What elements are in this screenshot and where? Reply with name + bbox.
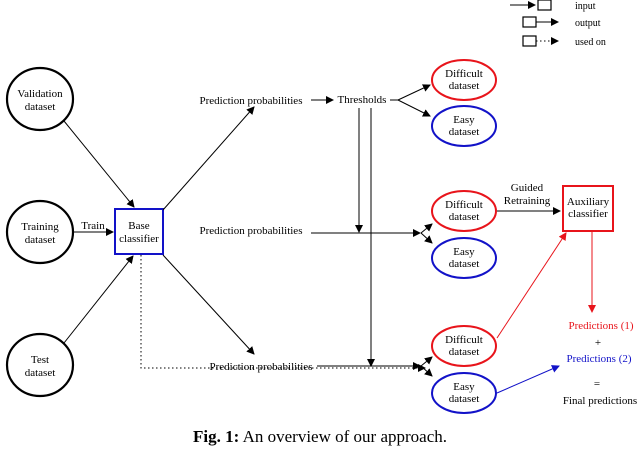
prediction-probabilities-bottom: Prediction probabilities	[210, 361, 313, 373]
training-dataset-node: Training dataset	[5, 199, 75, 265]
thresholds-label: Thresholds	[338, 94, 387, 106]
easy-dataset-node-middle: Easy dataset	[431, 237, 497, 279]
legend: input output used on	[510, 0, 606, 48]
easy-dataset-node-top: Easy dataset	[431, 105, 497, 147]
base-used-on-easy-dotted-arrow	[140, 255, 426, 372]
auxiliary-line2: classifier	[568, 208, 608, 220]
base-line1: Base	[128, 220, 150, 232]
validation-dataset-node: Validation dataset	[5, 66, 75, 132]
legend-used-on-label: used on	[575, 37, 606, 48]
figure-caption: Fig. 1: An overview of our approach.	[193, 427, 447, 446]
base-to-prob-bottom-arrow	[162, 254, 255, 355]
svg-text:dataset: dataset	[449, 346, 480, 358]
difficult-dataset-node-middle: Difficult dataset	[431, 190, 497, 232]
svg-text:Easy: Easy	[453, 114, 475, 126]
easy-to-predictions2-arrow	[496, 365, 560, 394]
svg-text:Difficult: Difficult	[445, 68, 483, 80]
retraining-label: Retraining	[504, 195, 551, 207]
difficult-to-auxiliary-used-on-arrow	[496, 232, 567, 339]
difficult-dataset-node-top: Difficult dataset	[431, 59, 497, 101]
thresholds-to-easy-arrow	[397, 99, 431, 117]
auxiliary-classifier-node: Auxiliary classifier	[562, 185, 614, 232]
legend-input-label: input	[575, 1, 596, 12]
guided-label: Guided	[511, 182, 544, 194]
svg-text:Easy: Easy	[453, 381, 475, 393]
easy-dataset-node-bottom: Easy dataset	[431, 372, 497, 414]
test-dataset-node: Test dataset	[5, 332, 75, 398]
equals-sign: =	[594, 378, 600, 390]
legend-output-label: output	[575, 18, 601, 29]
svg-text:Easy: Easy	[453, 246, 475, 258]
validation-line1: Validation	[17, 88, 63, 100]
bottom-split-down-arrow	[420, 365, 433, 377]
bottom-split-up-arrow	[420, 356, 433, 367]
training-line1: Training	[21, 221, 59, 233]
predictions-1-label: Predictions (1)	[568, 320, 633, 332]
svg-text:dataset: dataset	[449, 393, 480, 405]
legend-used-on-box	[522, 35, 537, 47]
base-classifier-node: Base classifier	[114, 208, 164, 255]
validation-line2: dataset	[25, 101, 56, 113]
thresholds-to-difficult-arrow	[397, 84, 431, 101]
legend-input-box	[537, 0, 552, 11]
svg-text:dataset: dataset	[449, 126, 480, 138]
legend-output-box	[522, 16, 537, 28]
difficult-dataset-node-bottom: Difficult dataset	[431, 325, 497, 367]
test-to-base-arrow	[63, 255, 134, 344]
auxiliary-line1: Auxiliary	[567, 196, 610, 208]
prediction-probabilities-middle: Prediction probabilities	[200, 225, 303, 237]
final-predictions-label: Final predictions	[563, 395, 637, 407]
middle-split-up-arrow	[420, 223, 433, 234]
base-line2: classifier	[119, 233, 159, 245]
svg-text:Difficult: Difficult	[445, 199, 483, 211]
validation-to-base-arrow	[63, 120, 135, 208]
svg-text:dataset: dataset	[449, 211, 480, 223]
middle-split-down-arrow	[420, 232, 433, 244]
base-to-prob-top-arrow	[162, 106, 255, 211]
svg-text:dataset: dataset	[449, 80, 480, 92]
prediction-probabilities-top: Prediction probabilities	[200, 95, 303, 107]
caption-text: An overview of our approach.	[239, 427, 447, 446]
test-line1: Test	[31, 354, 49, 366]
svg-text:dataset: dataset	[449, 258, 480, 270]
predictions-2-label: Predictions (2)	[566, 353, 631, 365]
training-line2: dataset	[25, 234, 56, 246]
plus-sign: +	[595, 337, 601, 349]
test-line2: dataset	[25, 367, 56, 379]
train-label: Train	[81, 220, 105, 232]
svg-text:Difficult: Difficult	[445, 334, 483, 346]
caption-fig-label: Fig. 1:	[193, 427, 239, 446]
